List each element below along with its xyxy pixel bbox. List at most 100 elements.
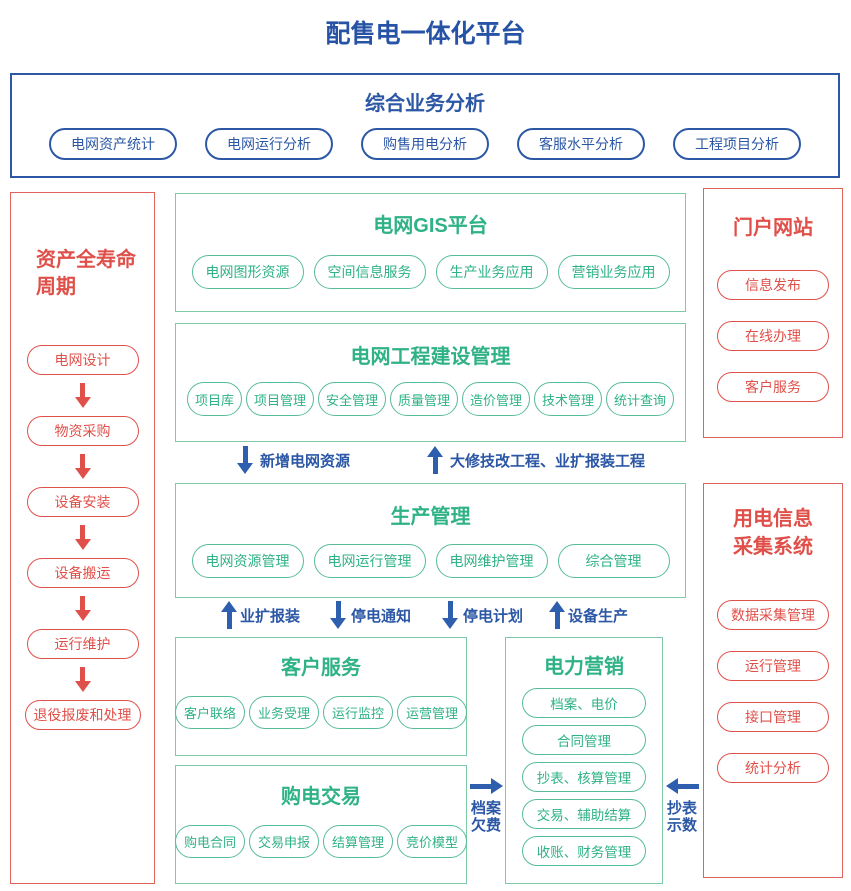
panel-asset-lifecycle: 资产全寿命 周期 电网设计物资采购设备安装设备搬运运行维护退役报废和处理 <box>10 192 155 884</box>
grid-construction-title: 电网工程建设管理 <box>350 346 511 368</box>
pill: 造价管理 <box>462 382 531 416</box>
pill: 空间信息服务 <box>313 255 426 289</box>
pill: 合同管理 <box>522 725 646 755</box>
pill: 电网资源管理 <box>191 544 304 578</box>
pill: 电网运行分析 <box>205 128 333 160</box>
panel-power-marketing: 电力营销 档案、电价合同管理抄表、核算管理交易、辅助结算收账、财务管理 <box>505 637 663 884</box>
pill: 交易、辅助结算 <box>522 799 646 829</box>
asset-lifecycle-steps: 电网设计物资采购设备安装设备搬运运行维护退役报废和处理 <box>11 345 154 730</box>
grid-gis-pills: 电网图形资源空间信息服务生产业务应用营销业务应用 <box>176 255 685 289</box>
pill: 电网运行管理 <box>313 544 426 578</box>
pill: 交易申报 <box>248 825 319 858</box>
arrow-down-icon <box>237 446 253 474</box>
customer-service-pills: 客户联络业务受理运行监控运营管理 <box>174 696 468 729</box>
pill: 购电合同 <box>174 825 245 858</box>
panel-portal-website: 门户网站 信息发布在线办理客户服务 <box>703 188 843 438</box>
customer-service-title: 客户服务 <box>281 657 361 679</box>
flow-label-line1: 档案 <box>470 800 501 817</box>
panel-production-management: 生产管理 电网资源管理电网运行管理电网维护管理综合管理 <box>175 483 686 598</box>
pill: 收账、财务管理 <box>522 836 646 866</box>
pill: 竞价模型 <box>397 825 468 858</box>
arrow-left-icon <box>665 778 699 794</box>
flow-label: 大修技改工程、业扩报装工程 <box>450 452 646 470</box>
pill: 电网设计 <box>26 345 139 375</box>
pill: 接口管理 <box>717 702 829 732</box>
pill: 运营管理 <box>397 696 468 729</box>
flow-archive-arrears: 档案 欠费 <box>468 778 504 834</box>
pill: 运行维护 <box>26 629 139 659</box>
flow-label: 停电计划 <box>463 607 524 625</box>
pill: 档案、电价 <box>522 688 646 718</box>
power-purchase-pills: 购电合同交易申报结算管理竞价模型 <box>174 825 468 858</box>
production-title: 生产管理 <box>390 506 471 528</box>
flow-label-line2: 欠费 <box>470 817 501 834</box>
asset-lifecycle-title-line2: 周期 <box>36 276 76 298</box>
arrow-up-icon <box>221 601 237 629</box>
flow-label-line1: 抄表 <box>666 800 697 817</box>
arrow-down-icon <box>74 454 91 479</box>
flow-outage-notice: 停电通知 <box>330 601 411 629</box>
flow-label: 停电通知 <box>351 607 412 625</box>
collection-title-line1: 用电信息 <box>733 508 813 530</box>
panel-integrated-analysis: 综合业务分析 电网资产统计电网运行分析购售用电分析客服水平分析工程项目分析 <box>10 73 840 178</box>
panel-grid-construction: 电网工程建设管理 项目库项目管理安全管理质量管理造价管理技术管理统计查询 <box>175 323 686 442</box>
pill: 项目管理 <box>245 382 314 416</box>
arrow-up-icon <box>427 446 443 474</box>
pill: 生产业务应用 <box>435 255 548 289</box>
pill: 电网维护管理 <box>435 544 548 578</box>
pill: 抄表、核算管理 <box>522 762 646 792</box>
panel-customer-service: 客户服务 客户联络业务受理运行监控运营管理 <box>174 637 468 756</box>
pill: 运行管理 <box>717 651 829 681</box>
arrow-down-icon <box>330 601 346 629</box>
grid-construction-pills: 项目库项目管理安全管理质量管理造价管理技术管理统计查询 <box>176 382 685 416</box>
pill: 统计分析 <box>717 753 829 783</box>
production-pills: 电网资源管理电网运行管理电网维护管理综合管理 <box>176 544 685 578</box>
portal-pills: 信息发布在线办理客户服务 <box>704 270 842 402</box>
pill: 项目库 <box>186 382 242 416</box>
grid-gis-title: 电网GIS平台 <box>373 215 488 237</box>
flow-equipment-production: 设备生产 <box>549 601 628 629</box>
flow-overhaul: 大修技改工程、业扩报装工程 <box>427 446 645 474</box>
pill: 在线办理 <box>717 321 829 351</box>
pill: 退役报废和处理 <box>24 700 141 730</box>
pill: 客户联络 <box>174 696 245 729</box>
flow-meter-reading: 抄表 示数 <box>664 778 700 834</box>
flow-label-line2: 示数 <box>666 817 697 834</box>
pill: 工程项目分析 <box>673 128 801 160</box>
pill: 营销业务应用 <box>557 255 670 289</box>
collection-title-line2: 采集系统 <box>733 536 813 558</box>
pill: 购售用电分析 <box>361 128 489 160</box>
pill: 客服水平分析 <box>517 128 645 160</box>
flow-service-expansion: 业扩报装 <box>221 601 300 629</box>
asset-lifecycle-title-line1: 资产全寿命 <box>36 249 136 271</box>
pill: 电网资产统计 <box>49 128 177 160</box>
pill: 设备搬运 <box>26 558 139 588</box>
power-marketing-title: 电力营销 <box>544 656 624 678</box>
page-title: 配售电一体化平台 <box>325 20 526 48</box>
arrow-up-icon <box>549 601 565 629</box>
pill: 统计查询 <box>606 382 675 416</box>
arrow-down-icon <box>442 601 458 629</box>
pill: 质量管理 <box>389 382 458 416</box>
pill: 设备安装 <box>26 487 139 517</box>
arrow-down-icon <box>74 383 91 408</box>
panel-power-info-collection: 用电信息 采集系统 数据采集管理运行管理接口管理统计分析 <box>703 483 843 878</box>
arrow-down-icon <box>74 525 91 550</box>
arrow-down-icon <box>74 667 91 692</box>
power-purchase-title: 购电交易 <box>281 786 361 808</box>
pill: 客户服务 <box>717 372 829 402</box>
pill: 综合管理 <box>557 544 670 578</box>
flow-label: 业扩报装 <box>240 607 301 625</box>
flow-label: 设备生产 <box>568 607 629 625</box>
integrated-analysis-title: 综合业务分析 <box>365 93 485 115</box>
pill: 运行监控 <box>323 696 394 729</box>
arrow-right-icon <box>469 778 503 794</box>
pill: 数据采集管理 <box>717 600 829 630</box>
flow-label: 新增电网资源 <box>260 452 351 470</box>
panel-grid-gis: 电网GIS平台 电网图形资源空间信息服务生产业务应用营销业务应用 <box>175 193 686 312</box>
portal-title: 门户网站 <box>733 217 813 239</box>
panel-power-purchase: 购电交易 购电合同交易申报结算管理竞价模型 <box>174 765 468 884</box>
collection-pills: 数据采集管理运行管理接口管理统计分析 <box>704 600 842 783</box>
pill: 业务受理 <box>248 696 319 729</box>
